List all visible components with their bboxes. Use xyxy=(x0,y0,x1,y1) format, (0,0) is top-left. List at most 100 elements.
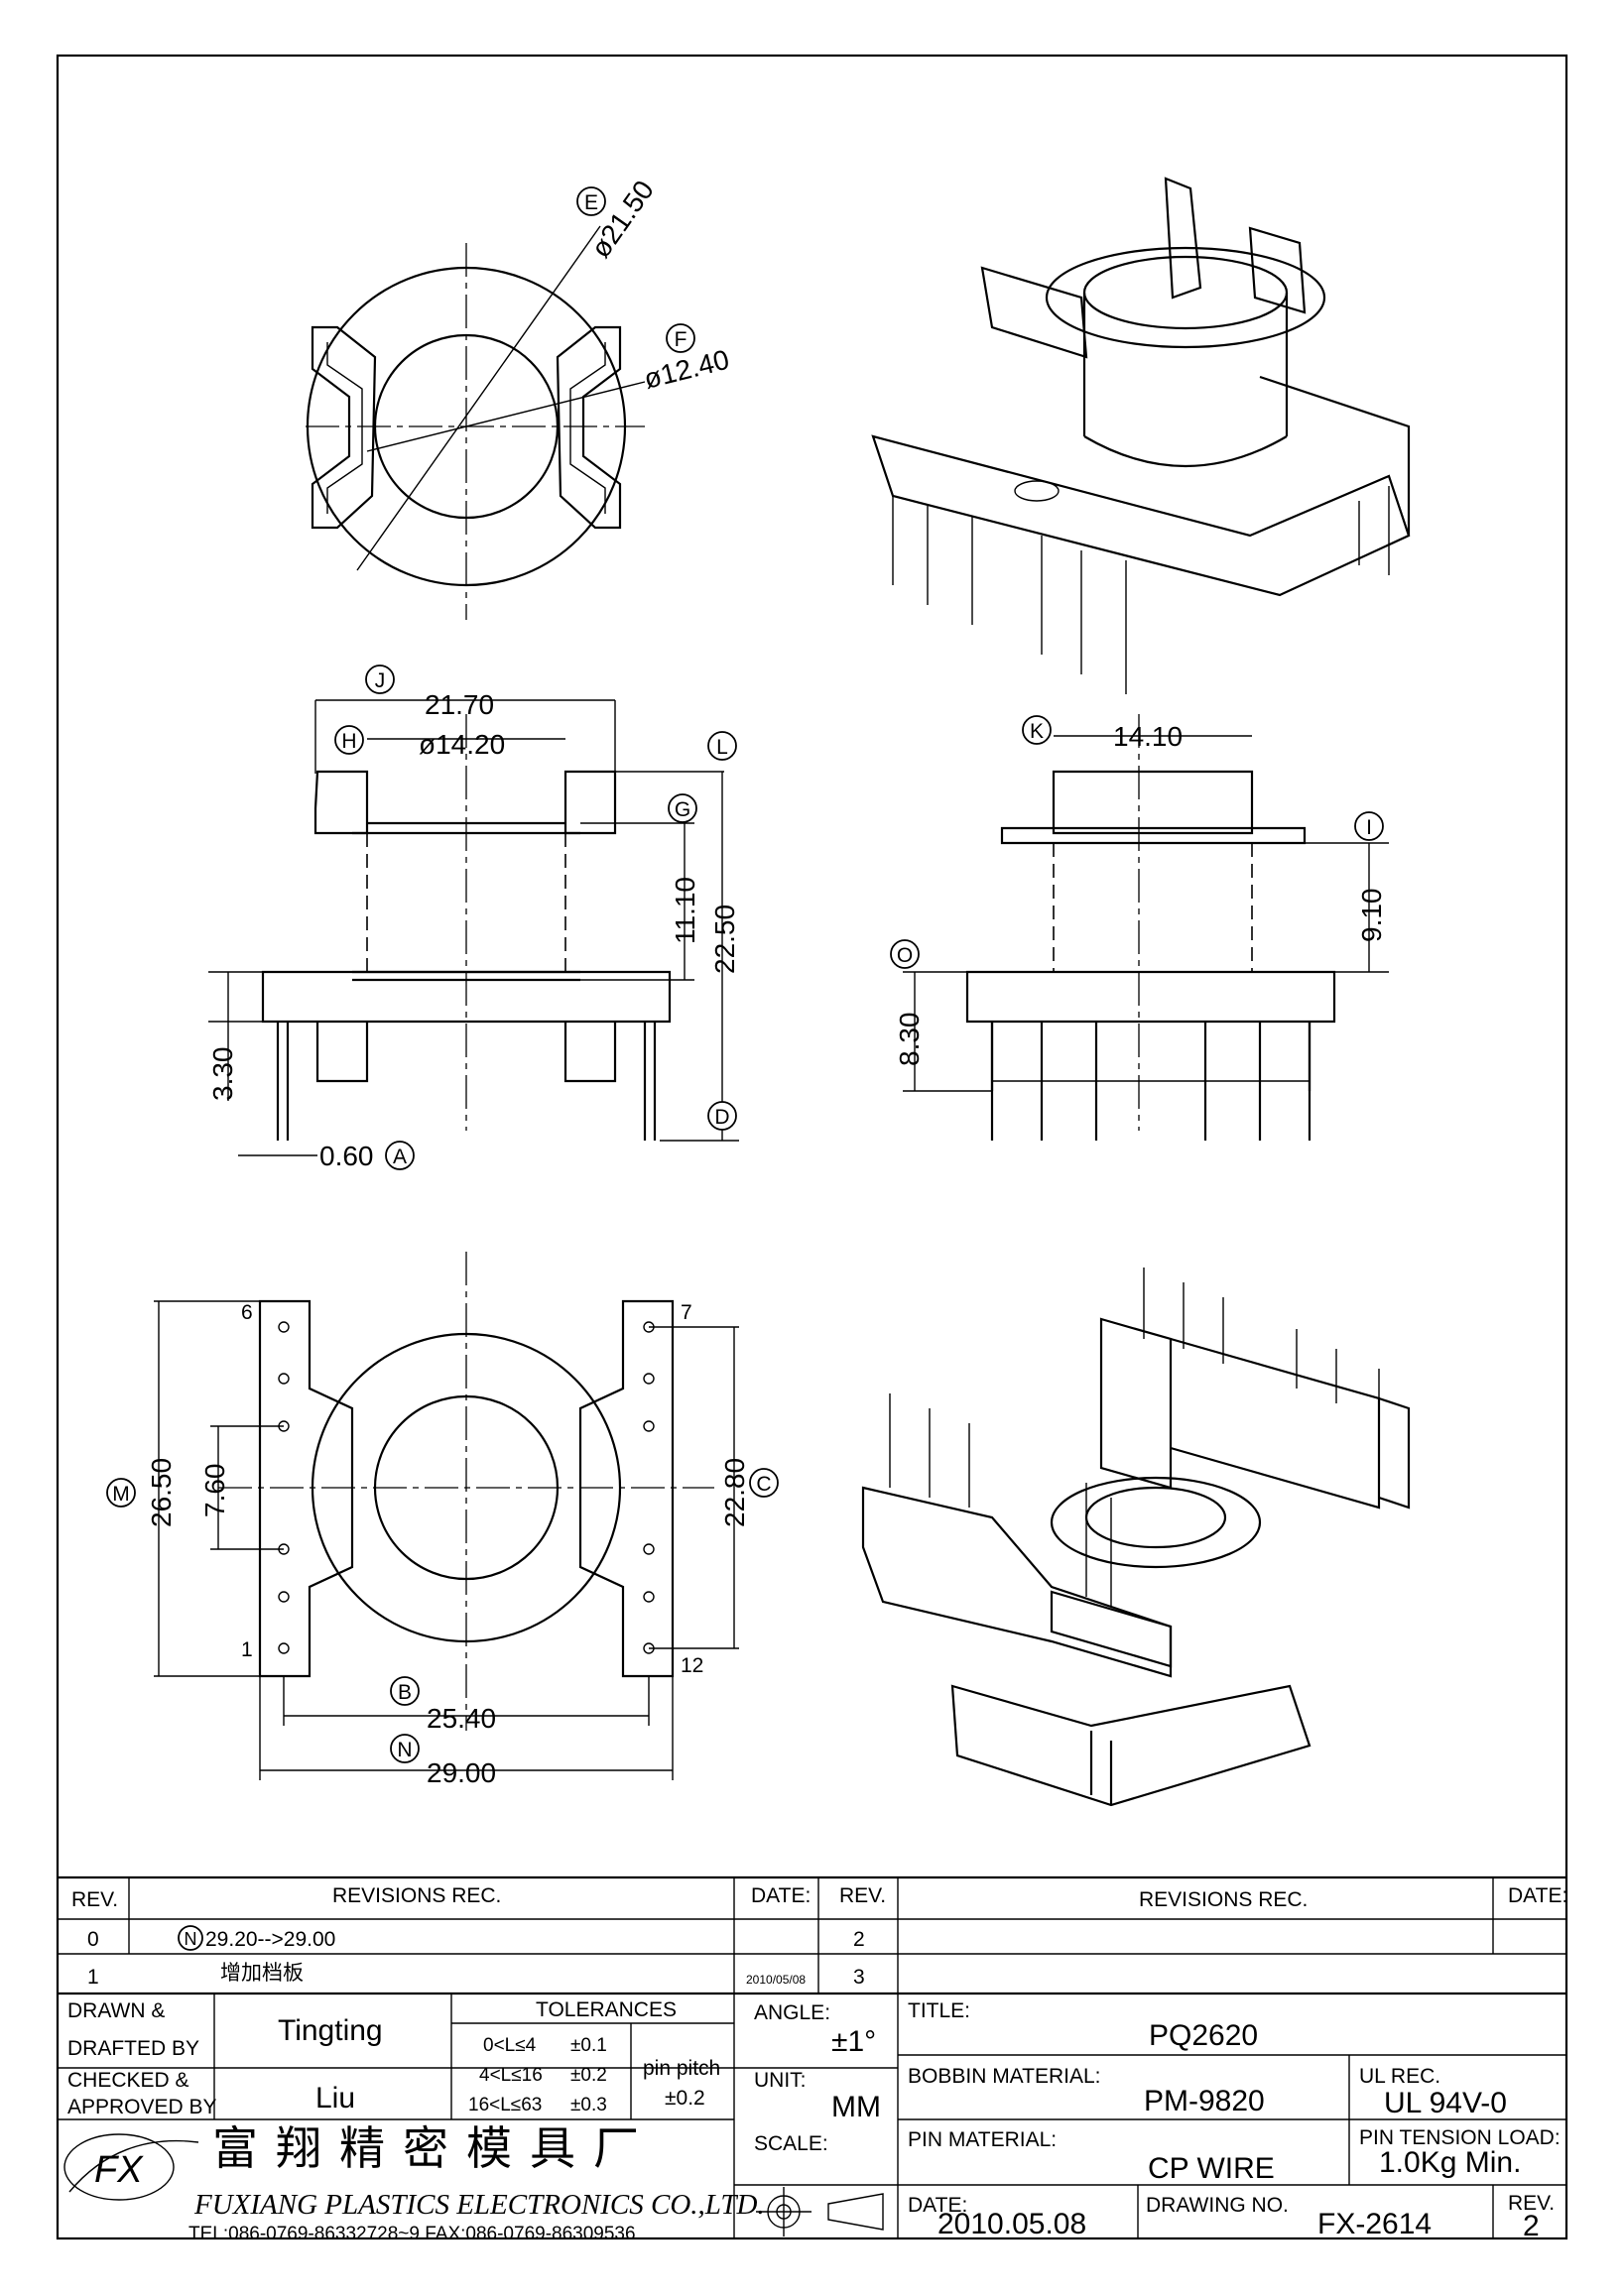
bubble-l xyxy=(707,731,737,761)
bubble-a xyxy=(385,1141,415,1170)
drawn-by-value: Tingting xyxy=(278,2014,383,2047)
bubble-b xyxy=(390,1676,420,1706)
isometric-view-bottom xyxy=(861,1268,1411,1807)
checked-label: CHECKED & xyxy=(67,2069,189,2092)
bubble-b-label: B xyxy=(398,1681,412,1704)
bubble-f xyxy=(666,323,695,353)
company-logo-icon: FX xyxy=(63,2133,199,2201)
bubble-k-label: K xyxy=(1030,720,1044,743)
dim-height: 22.50 xyxy=(709,905,740,974)
bubble-g xyxy=(668,793,697,823)
company-name-en: FUXIANG PLASTICS ELECTRONICS CO.,LTD. xyxy=(193,2189,765,2221)
drafted-label: DRAFTED BY xyxy=(67,2037,199,2060)
bobbin-material-value: PM-9820 xyxy=(1144,2085,1265,2117)
rev-left-header-date: DATE: xyxy=(751,1884,811,1907)
unit-value: MM xyxy=(831,2091,881,2123)
bubble-k xyxy=(1022,715,1052,745)
rev-row-0-bubble xyxy=(178,1925,203,1951)
drawing-no-label: DRAWING NO. xyxy=(1146,2194,1289,2217)
ul-rec-label: UL REC. xyxy=(1359,2065,1440,2088)
company-logo-text: FX xyxy=(94,2149,144,2191)
rev-row-1-date: 2010/05/08 xyxy=(746,1973,806,1987)
tol-1-range: 0<L≤4 xyxy=(483,2035,537,2056)
bubble-n-label: N xyxy=(397,1739,412,1761)
front-view xyxy=(208,699,739,1156)
rev-value: 2 xyxy=(1523,2210,1540,2242)
dim-front-width: 21.70 xyxy=(425,689,494,720)
side-view xyxy=(903,714,1389,1141)
company-name-cn: 富翔精密模具厂 xyxy=(212,2121,657,2175)
bubble-d xyxy=(707,1101,737,1131)
bubble-h xyxy=(334,725,364,755)
ul-rec-value: UL 94V-0 xyxy=(1384,2087,1507,2119)
tol-1-value: ±0.1 xyxy=(570,2035,607,2056)
bubble-i-label: I xyxy=(1366,816,1372,839)
tol-2-value: ±0.2 xyxy=(570,2065,607,2086)
pin-number-1: 1 xyxy=(241,1638,253,1661)
pin-material-value: CP WIRE xyxy=(1148,2152,1275,2185)
bubble-o-label: O xyxy=(897,944,913,967)
bubble-d-label: D xyxy=(714,1106,729,1129)
rev-right-row-2: 2 xyxy=(853,1928,865,1951)
bubble-g-label: G xyxy=(675,798,690,821)
bubble-f-label: F xyxy=(675,328,687,351)
tol-3-range: 16<L≤63 xyxy=(468,2095,542,2115)
date-value: 2010.05.08 xyxy=(937,2208,1086,2240)
dim-pitch-v: 7.60 xyxy=(199,1464,230,1518)
sheet-border xyxy=(56,54,1568,2240)
tol-2-range: 4<L≤16 xyxy=(479,2065,543,2086)
dim-overall-h: 26.50 xyxy=(146,1458,177,1527)
pin-tension-value: 1.0Kg Min. xyxy=(1379,2146,1521,2179)
rev-row-0-rev: 0 xyxy=(87,1928,99,1951)
rev-row-1-rev: 1 xyxy=(87,1966,99,1989)
pin-number-6: 6 xyxy=(241,1301,253,1324)
rev-row-0-bubble-label: N xyxy=(185,1929,197,1949)
bubble-o xyxy=(890,939,920,969)
unit-label: UNIT: xyxy=(754,2069,807,2092)
dim-front-core: ø14.20 xyxy=(419,729,505,760)
bubble-h-label: H xyxy=(341,730,356,753)
drawn-label: DRAWN & xyxy=(67,1999,165,2022)
bubble-a-label: A xyxy=(393,1146,407,1168)
tol-3-value: ±0.3 xyxy=(570,2095,607,2115)
bubble-m-label: M xyxy=(112,1483,130,1506)
rev-left-header-rev: REV. xyxy=(71,1888,118,1911)
pin-number-12: 12 xyxy=(681,1654,703,1677)
angle-value: ±1° xyxy=(831,2025,876,2058)
company-contact: TEL:086-0769-86332728~9 FAX:086-0769-863… xyxy=(188,2224,636,2244)
tolerances-label: TOLERANCES xyxy=(536,1998,677,2021)
bubble-e-label: E xyxy=(584,191,598,214)
drawing-no-value: FX-2614 xyxy=(1317,2208,1432,2240)
pin-material-label: PIN MATERIAL: xyxy=(908,2128,1057,2151)
bobbin-material-label: BOBBIN MATERIAL: xyxy=(908,2065,1101,2088)
dim-side-h: 9.10 xyxy=(1356,889,1387,943)
isometric-view-top xyxy=(871,177,1411,694)
pin-pitch-value: ±0.2 xyxy=(665,2087,705,2110)
dim-row-span: 22.80 xyxy=(719,1458,750,1527)
rev-row-1-note: 增加档板 xyxy=(220,1962,304,1985)
rev-right-header-rev: REV. xyxy=(839,1884,886,1907)
projection-symbol-icon xyxy=(756,2187,884,2236)
bubble-j-label: J xyxy=(375,669,386,692)
bubble-i xyxy=(1354,811,1384,841)
rev-row-0-note: 29.20-->29.00 xyxy=(205,1928,335,1951)
rev-right-row-3: 3 xyxy=(853,1966,865,1989)
angle-label: ANGLE: xyxy=(754,2001,830,2024)
dim-overall-w: 29.00 xyxy=(427,1757,496,1788)
bubble-e xyxy=(576,186,606,216)
dim-pin-dia: 0.60 xyxy=(319,1141,374,1171)
pin-number-7: 7 xyxy=(681,1301,692,1324)
bubble-c xyxy=(749,1468,779,1498)
rev-right-header-rec: REVISIONS REC. xyxy=(1139,1888,1308,1911)
title-block-frame xyxy=(58,1875,1566,2238)
top-view xyxy=(306,225,646,620)
approved-label: APPROVED BY xyxy=(67,2096,217,2118)
bubble-c-label: C xyxy=(756,1473,771,1496)
scale-label: SCALE: xyxy=(754,2132,828,2155)
dim-base-h: 3.30 xyxy=(207,1047,238,1102)
bubble-j xyxy=(365,665,395,694)
bubble-n xyxy=(390,1734,420,1763)
bubble-m xyxy=(106,1478,136,1508)
dim-pin-row: 25.40 xyxy=(427,1703,496,1734)
